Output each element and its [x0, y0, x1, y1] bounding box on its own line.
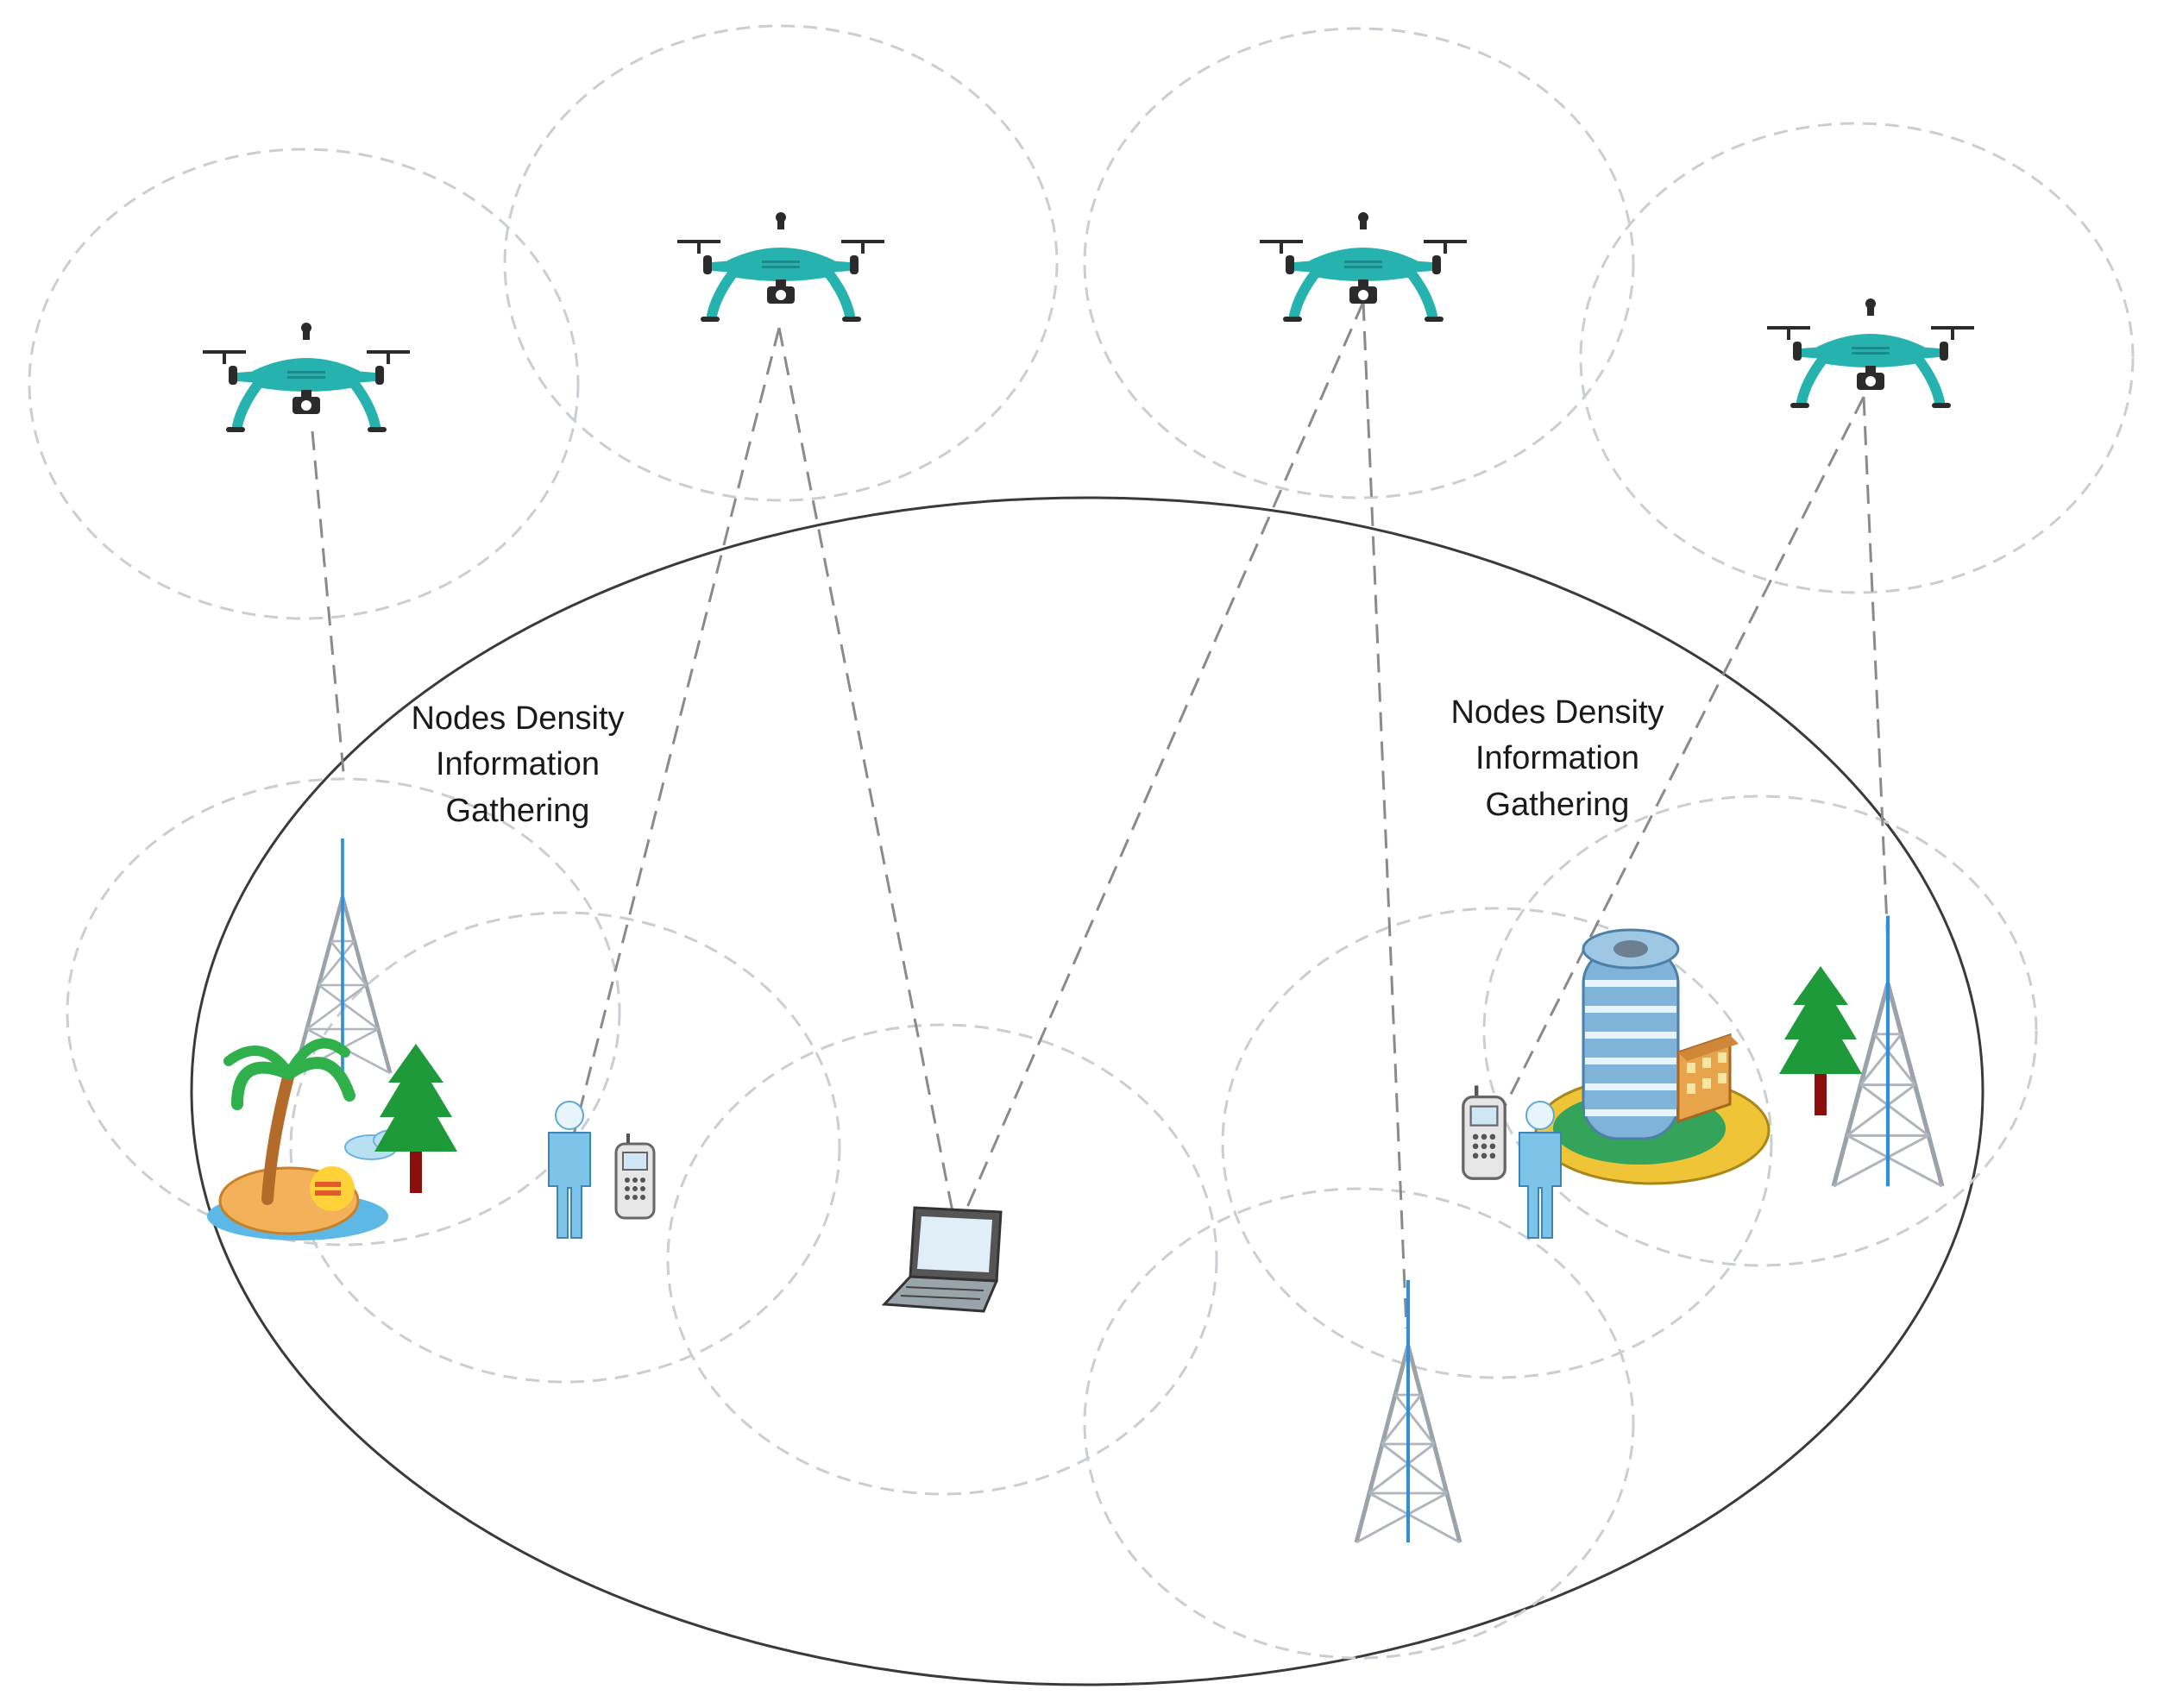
coverage-ring-tower-1 — [66, 777, 621, 1246]
label-right-line-1: Nodes Density — [1450, 694, 1664, 731]
coverage-ring-drone-2 — [503, 24, 1059, 502]
drone-icon — [1260, 212, 1467, 319]
drone-icon — [1767, 298, 1974, 405]
laptop-icon — [881, 1206, 1003, 1313]
coverage-ring-tower-3 — [1482, 794, 2038, 1267]
coverage-ring-drone-1 — [28, 148, 580, 620]
cell-tower-icon — [1356, 1280, 1460, 1542]
mobile-phone-icon — [1463, 1085, 1505, 1178]
link-drone4-tower3 — [1862, 396, 1890, 945]
label-left-line-2: Information — [436, 746, 600, 782]
person-icon — [548, 1101, 591, 1239]
link-drone3-tower2 — [1362, 301, 1408, 1329]
deployment-area-outline — [190, 496, 1984, 1686]
drone-icon — [677, 212, 884, 319]
link-drone1-tower1 — [311, 430, 345, 773]
label-right-line-2: Information — [1475, 740, 1639, 776]
office-building-icon — [1534, 928, 1771, 1185]
communication-links — [311, 301, 1890, 1329]
coverage-ring-tower-2 — [1083, 1187, 1635, 1660]
link-drone4-phone2 — [1487, 396, 1865, 1140]
coverage-ring-user-2 — [1221, 907, 1773, 1379]
coverage-ring-drone-3 — [1083, 27, 1635, 499]
cell-tower-icon — [1833, 916, 1942, 1187]
mobile-phone-icon — [614, 1132, 656, 1220]
coverage-ring-laptop — [666, 1023, 1218, 1496]
drone-icon — [203, 323, 410, 430]
coverage-ring-user-1 — [289, 911, 841, 1384]
link-drone3-laptop — [958, 301, 1365, 1226]
cell-tower-icon — [295, 838, 390, 1073]
drone-coverage-rings — [28, 24, 2135, 620]
label-right: Nodes Density Information Gathering — [1450, 694, 1664, 823]
link-drone2-laptop — [777, 327, 957, 1226]
tree-icon — [1779, 966, 1862, 1115]
island-icon — [207, 1038, 412, 1240]
label-right-line-3: Gathering — [1486, 787, 1630, 823]
label-left: Nodes Density Information Gathering — [411, 700, 624, 829]
link-drone2-user1 — [572, 327, 781, 1135]
label-left-line-1: Nodes Density — [411, 700, 624, 737]
label-left-line-3: Gathering — [446, 793, 590, 829]
ground-coverage-rings — [66, 777, 2038, 1660]
coverage-ring-drone-4 — [1579, 122, 2135, 594]
